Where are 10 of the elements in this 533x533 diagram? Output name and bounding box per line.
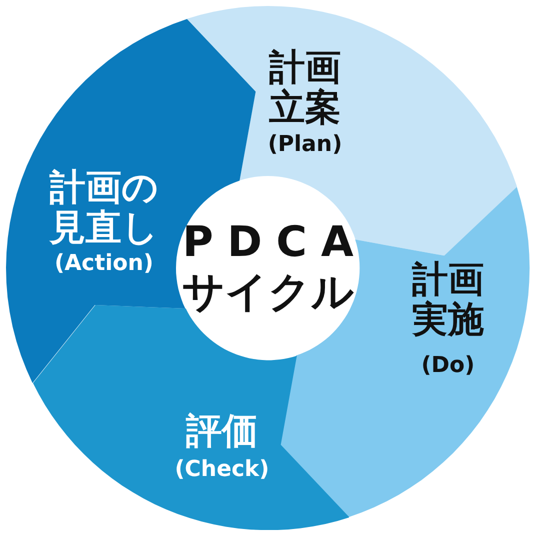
segment-title: 評価 <box>184 412 259 452</box>
cycle-subtitle: サイクル <box>182 268 354 316</box>
segment-label: (Plan) <box>268 132 342 158</box>
segment-title: 計画の見直し <box>48 168 160 248</box>
segment-title: 計画実施 <box>410 260 485 340</box>
cycle-title: PDCA <box>182 218 368 266</box>
segment-label: (Check) <box>174 458 270 482</box>
segment-title: 計画立案 <box>268 48 342 128</box>
segment-label: (Do) <box>421 354 475 378</box>
segment-label: (Action) <box>54 252 154 276</box>
